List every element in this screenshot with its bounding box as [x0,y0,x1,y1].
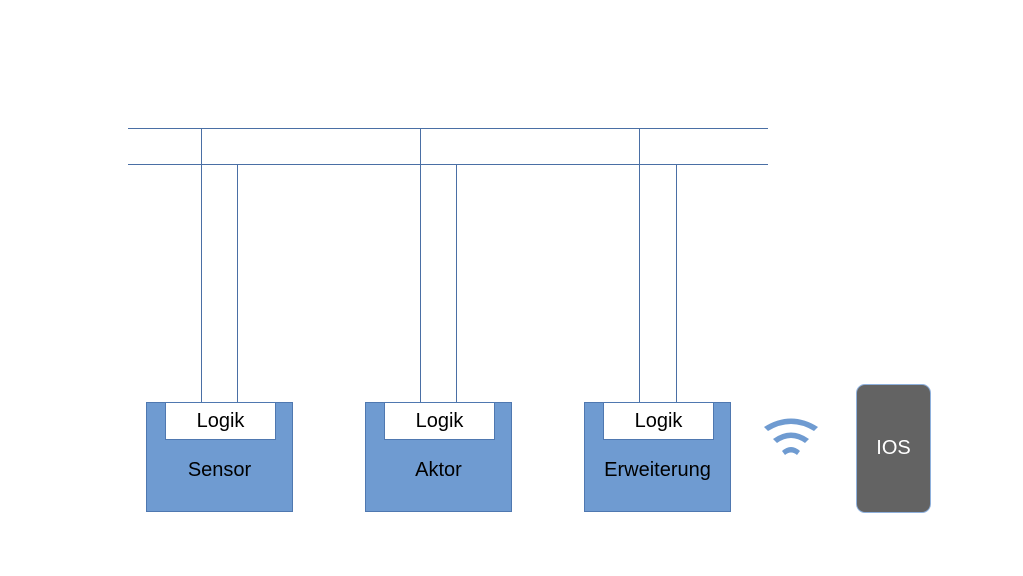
ios-device: IOS [856,384,931,513]
logic-label: Logik [196,409,245,432]
device-label: IOS [876,437,911,459]
connector-erweiterung-b [676,164,677,403]
module-erweiterung: Logik Erweiterung [584,402,731,512]
connector-aktor-a [420,128,421,403]
logic-box-sensor: Logik [165,402,276,440]
module-label-sensor: Sensor [187,459,252,481]
bus-line-top [128,128,768,129]
connector-sensor-a [201,128,202,403]
module-sensor: Logik Sensor [146,402,293,512]
wifi-icon [764,418,818,455]
connector-aktor-b [456,164,457,403]
logic-label: Logik [634,409,683,432]
connector-erweiterung-a [639,128,640,403]
module-label-erweiterung: Erweiterung [604,459,711,481]
module-aktor: Logik Aktor [365,402,512,512]
module-label-aktor: Aktor [415,459,462,481]
connector-sensor-b [237,164,238,403]
logic-label: Logik [415,409,464,432]
logic-box-aktor: Logik [384,402,495,440]
bus-line-bottom [128,164,768,165]
logic-box-erweiterung: Logik [603,402,714,440]
